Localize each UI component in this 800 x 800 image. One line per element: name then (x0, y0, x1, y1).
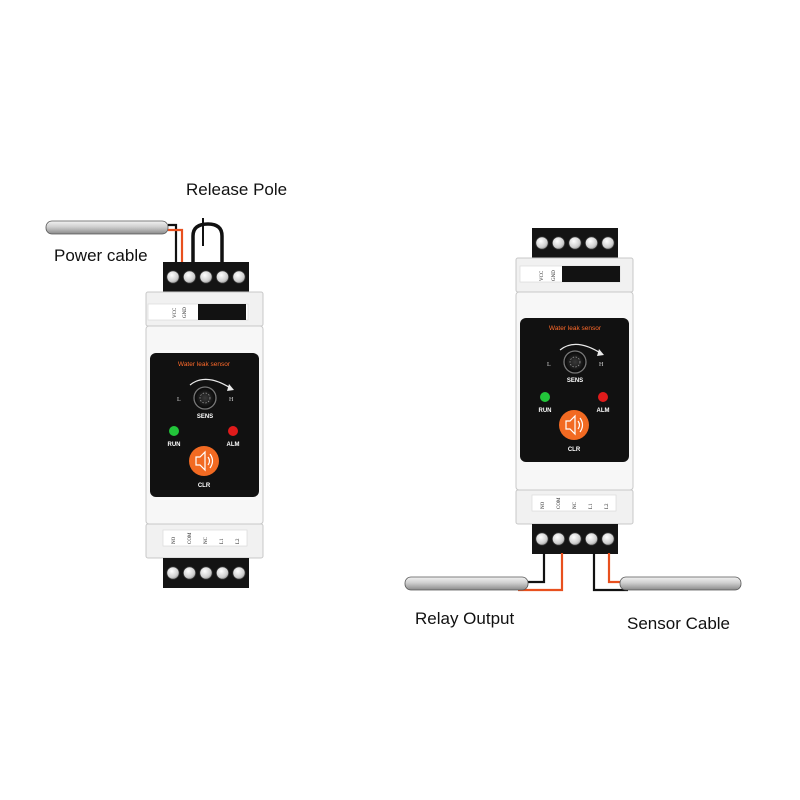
right-low-mark: L (547, 362, 551, 368)
left-top-screw-5[interactable] (232, 270, 246, 284)
left-terminal-label-l2: L2 (236, 538, 241, 544)
right-speaker-icon (565, 414, 584, 436)
right-gnd-label: GND (552, 270, 557, 281)
left-alm-led (228, 426, 238, 436)
right-top-screw-5[interactable] (601, 236, 615, 250)
left-sens-label: SENS (197, 414, 213, 420)
right-panel-title: Water leak sensor (549, 325, 602, 332)
right-top-screw-3[interactable] (568, 236, 582, 250)
right-sens-label: SENS (567, 378, 583, 384)
left-top-screw-4[interactable] (215, 270, 230, 284)
power-cable (45, 220, 184, 266)
left-speaker-icon (195, 450, 214, 472)
right-bottom-terminal-block (532, 524, 618, 554)
right-run-led (540, 392, 550, 402)
right-terminal-label-com: COM (557, 497, 562, 509)
right-bottom-screw-5[interactable] (601, 532, 615, 546)
right-sens-knob[interactable] (563, 350, 587, 374)
release-pole-callout: Release Pole (186, 180, 288, 199)
left-top-screw-2[interactable] (182, 270, 197, 284)
left-bottom-screw-3[interactable] (199, 566, 213, 580)
left-sens-knob[interactable] (193, 386, 217, 410)
left-control-panel: Water leak sensor L H SENS RUN ALM CLR (150, 353, 259, 497)
right-control-panel: Water leak sensor L H SENS RUN ALM CLR (520, 318, 629, 462)
left-low-mark: L (177, 397, 181, 403)
right-top-screw-4[interactable] (584, 236, 599, 250)
left-run-led (169, 426, 179, 436)
left-high-mark: H (229, 397, 234, 403)
left-panel-title: Water leak sensor (178, 361, 231, 368)
left-terminal-label-no: NO (172, 536, 177, 544)
right-clr-button[interactable] (559, 410, 589, 440)
left-vcc-label: VCC (173, 307, 178, 318)
right-high-mark: H (599, 362, 604, 368)
right-top-screw-1[interactable] (535, 236, 549, 250)
right-top-screw-2[interactable] (551, 236, 566, 250)
right-bottom-screw-2[interactable] (551, 532, 566, 546)
left-top-screw-3[interactable] (199, 270, 213, 284)
right-terminal-label-l2: L2 (605, 503, 610, 509)
left-bottom-screw-2[interactable] (182, 566, 197, 580)
right-run-label: RUN (539, 408, 552, 414)
right-terminal-label-nc: NC (573, 501, 578, 509)
left-alm-label: ALM (227, 442, 240, 448)
right-device-group: VCC GND NO COM NC L1 L2 Water leak sensor L … (404, 228, 742, 592)
left-clr-button[interactable] (189, 446, 219, 476)
left-bottom-terminal-block (163, 558, 249, 588)
right-bottom-screw-4[interactable] (584, 532, 599, 546)
sensor-cable-callout: Sensor Cable (627, 614, 731, 633)
right-top-terminal-block (532, 228, 618, 258)
relay-output-callout: Relay Output (415, 609, 515, 628)
left-top-screw-1[interactable] (166, 270, 180, 284)
left-terminal-label-nc: NC (204, 536, 209, 544)
left-terminal-label-l1: L1 (220, 538, 225, 544)
left-run-label: RUN (168, 442, 181, 448)
left-device-group: VCC GND NO COM NC L1 L2 Water leak sensor L … (45, 218, 264, 588)
left-bottom-screw-5[interactable] (232, 566, 246, 580)
right-alm-led (598, 392, 608, 402)
right-bottom-screw-3[interactable] (568, 532, 582, 546)
right-terminal-label-l1: L1 (589, 503, 594, 509)
left-bottom-screw-1[interactable] (166, 566, 180, 580)
relay-output-cable (404, 553, 564, 592)
sensor-cable (592, 553, 742, 592)
release-pole-loop (191, 222, 224, 262)
left-clr-label: CLR (198, 483, 211, 489)
right-terminal-label-no: NO (541, 501, 546, 509)
left-top-terminal-block (163, 262, 249, 292)
right-alm-label: ALM (597, 408, 610, 414)
right-clr-label: CLR (568, 447, 581, 453)
power-cable-callout: Power cable (54, 246, 148, 265)
left-terminal-label-com: COM (188, 532, 193, 544)
right-vcc-label: VCC (540, 270, 545, 281)
left-gnd-label: GND (183, 307, 188, 318)
right-bottom-screw-1[interactable] (535, 532, 549, 546)
left-bottom-screw-4[interactable] (215, 566, 230, 580)
